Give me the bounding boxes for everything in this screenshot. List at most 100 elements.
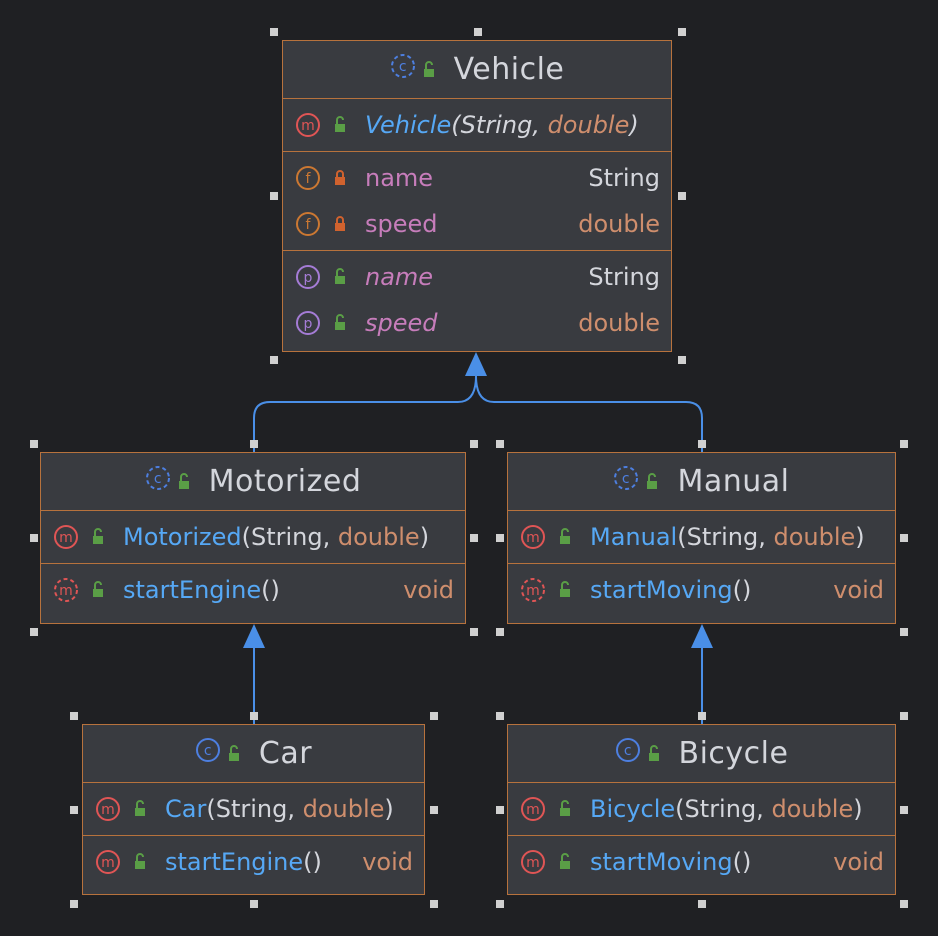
open-paren: ( — [241, 523, 251, 551]
public-access-icon — [225, 736, 243, 771]
open-paren: ( — [675, 795, 685, 823]
field-row[interactable]: f name String — [283, 155, 671, 201]
selection-handle[interactable] — [430, 900, 438, 908]
svg-text:c: c — [204, 743, 212, 759]
class-box-manual[interactable]: c Manual m Manual(String, double) m star… — [507, 452, 896, 624]
selection-handle[interactable] — [496, 900, 504, 908]
selection-handle[interactable] — [270, 356, 278, 364]
open-paren: ( — [206, 795, 216, 823]
selection-handle[interactable] — [474, 28, 482, 36]
selection-handle[interactable] — [470, 628, 478, 636]
method-row[interactable]: m startMoving() void — [508, 839, 895, 885]
selection-handle[interactable] — [250, 712, 258, 720]
methods-section: m startEngine() void — [83, 836, 424, 888]
constructor-row[interactable]: m Motorized(String, double) — [41, 514, 465, 560]
selection-handle[interactable] — [470, 440, 478, 448]
selection-handle[interactable] — [900, 806, 908, 814]
svg-text:m: m — [526, 802, 540, 818]
param-type: String — [460, 111, 533, 139]
class-box-motorized[interactable]: c Motorized m Motorized(String, double) … — [40, 452, 466, 624]
field-name: speed — [365, 210, 438, 238]
selection-handle[interactable] — [270, 192, 278, 200]
svg-text:m: m — [301, 118, 315, 134]
selection-handle[interactable] — [70, 900, 78, 908]
method-icon: m — [518, 849, 548, 875]
abstract-method-icon: m — [51, 577, 81, 603]
class-icon: c — [615, 736, 641, 771]
return-type: void — [403, 576, 454, 604]
selection-handle[interactable] — [900, 712, 908, 720]
selection-handle[interactable] — [900, 628, 908, 636]
param-type: double — [337, 523, 420, 551]
svg-text:f: f — [306, 171, 312, 187]
field-row[interactable]: f speed double — [283, 201, 671, 247]
selection-handle[interactable] — [496, 440, 504, 448]
selection-handle[interactable] — [496, 712, 504, 720]
public-access-icon — [643, 464, 661, 499]
private-access-icon — [329, 169, 351, 187]
constructor-row[interactable]: m Bicycle(String, double) — [508, 786, 895, 832]
selection-handle[interactable] — [900, 440, 908, 448]
selection-handle[interactable] — [70, 712, 78, 720]
selection-handle[interactable] — [678, 28, 686, 36]
method-name: startMoving — [590, 848, 733, 876]
svg-text:p: p — [304, 316, 313, 332]
method-parens: () — [732, 848, 752, 876]
selection-handle[interactable] — [496, 806, 504, 814]
constructor-row[interactable]: m Car(String, double) — [83, 786, 424, 832]
param-type: double — [773, 523, 856, 551]
open-paren: ( — [677, 523, 687, 551]
selection-handle[interactable] — [30, 628, 38, 636]
selection-handle[interactable] — [698, 440, 706, 448]
selection-handle[interactable] — [470, 534, 478, 542]
method-row[interactable]: m startEngine() void — [83, 839, 424, 885]
selection-handle[interactable] — [698, 712, 706, 720]
method-row[interactable]: m startEngine() void — [41, 567, 465, 613]
selection-handle[interactable] — [900, 900, 908, 908]
selection-handle[interactable] — [250, 440, 258, 448]
svg-text:f: f — [306, 217, 312, 233]
selection-handle[interactable] — [30, 534, 38, 542]
open-paren: ( — [451, 111, 461, 139]
property-row[interactable]: p name String — [283, 254, 671, 300]
selection-handle[interactable] — [70, 806, 78, 814]
svg-text:m: m — [101, 855, 115, 871]
close-paren: ) — [629, 111, 639, 139]
constructor-section: m Car(String, double) — [83, 783, 424, 836]
field-type: String — [588, 164, 660, 192]
selection-handle[interactable] — [30, 440, 38, 448]
selection-handle[interactable] — [496, 534, 504, 542]
method-name: startEngine — [165, 848, 304, 876]
method-parens: () — [732, 576, 752, 604]
constructor-section: m Bicycle(String, double) — [508, 783, 895, 836]
abstract-class-icon: c — [145, 464, 171, 499]
class-box-vehicle[interactable]: c Vehicle m Vehicle(String, double) f na… — [282, 40, 672, 352]
svg-text:m: m — [101, 802, 115, 818]
selection-handle[interactable] — [698, 900, 706, 908]
method-icon: m — [293, 112, 323, 138]
param-type: String — [686, 523, 759, 551]
selection-handle[interactable] — [678, 192, 686, 200]
param-separator: , — [758, 523, 774, 551]
constructor-row[interactable]: m Manual(String, double) — [508, 514, 895, 560]
selection-handle[interactable] — [900, 534, 908, 542]
class-title: Bicycle — [678, 736, 789, 771]
constructor-section: m Motorized(String, double) — [41, 511, 465, 564]
selection-handle[interactable] — [270, 28, 278, 36]
abstract-method-icon: m — [518, 577, 548, 603]
method-row[interactable]: m startMoving() void — [508, 567, 895, 613]
param-type: String — [251, 523, 323, 551]
property-name: speed — [365, 309, 438, 337]
property-row[interactable]: p speed double — [283, 300, 671, 346]
selection-handle[interactable] — [430, 806, 438, 814]
class-box-bicycle[interactable]: c Bicycle m Bicycle(String, double) m st… — [507, 724, 896, 895]
class-box-car[interactable]: c Car m Car(String, double) m startEngin… — [82, 724, 425, 895]
arrowhead-vehicle — [465, 352, 487, 376]
selection-handle[interactable] — [430, 712, 438, 720]
field-name: name — [365, 164, 434, 192]
selection-handle[interactable] — [678, 356, 686, 364]
selection-handle[interactable] — [250, 900, 258, 908]
selection-handle[interactable] — [496, 628, 504, 636]
constructor-row[interactable]: m Vehicle(String, double) — [283, 102, 671, 148]
param-type: double — [547, 111, 630, 139]
